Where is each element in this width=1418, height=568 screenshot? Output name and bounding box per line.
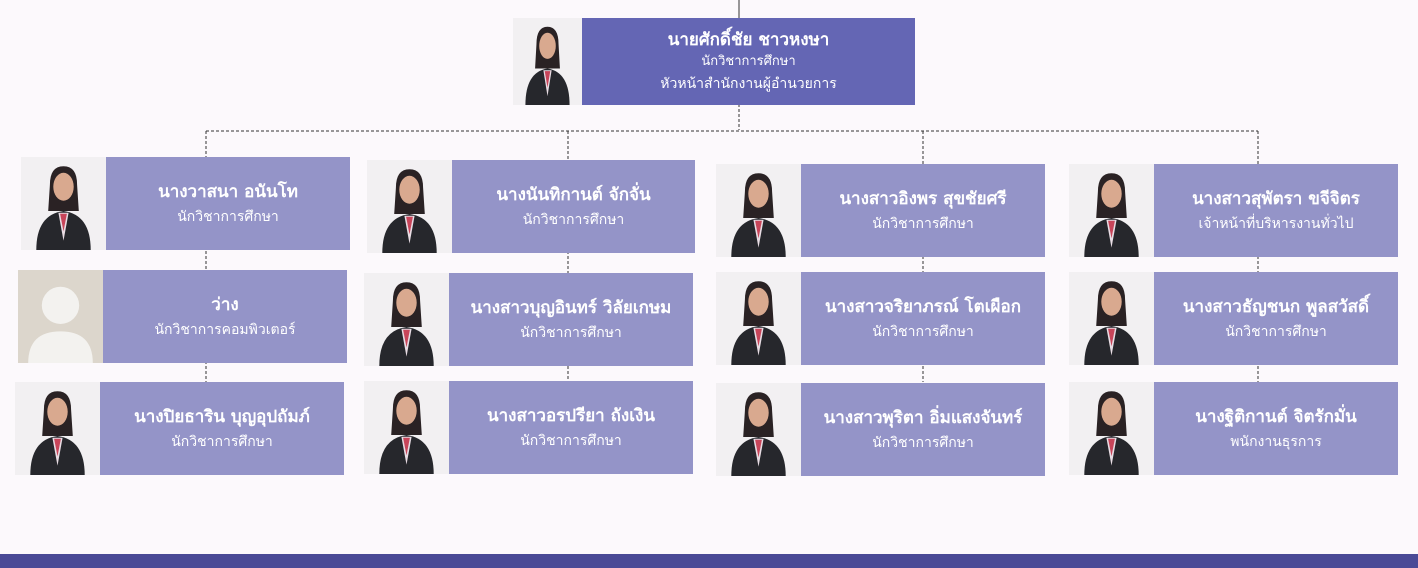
person-photo [513,18,582,105]
person-photo [364,381,449,474]
avatar-silhouette-icon [28,286,93,363]
person-title: นักวิชาการศึกษา [177,208,279,225]
person-silhouette-icon [731,173,786,257]
person-title: เจ้าหน้าที่บริหารงานทั่วไป [1198,215,1354,232]
org-card: นางสาวอรปรียา ถังเงิน นักวิชาการศึกษา [364,381,693,474]
person-title: นักวิชาการศึกษา [872,434,974,451]
person-name: นางสาวบุญอินทร์ วิลัยเกษม [470,297,672,318]
org-card-info: นายศักดิ์ชัย ชาวหงษา นักวิชาการศึกษา หัว… [582,18,915,105]
person-name: นางสาวจริยาภรณ์ โตเผือก [824,296,1021,317]
org-card-info: นางสาวจริยาภรณ์ โตเผือก นักวิชาการศึกษา [801,272,1045,365]
person-photo [1069,164,1154,257]
person-name: นางปิยธาริน บุญอุปถัมภ์ [134,406,310,427]
org-card-info: นางสาวอิงพร สุขชัยศรี นักวิชาการศึกษา [801,164,1045,257]
org-card-head: นายศักดิ์ชัย ชาวหงษา นักวิชาการศึกษา หัว… [513,18,915,105]
person-name: นางสาวอิงพร สุขชัยศรี [839,188,1007,209]
person-silhouette-icon [36,166,91,250]
person-photo [1069,272,1154,365]
org-card: ว่าง นักวิชาการคอมพิวเตอร์ [18,270,347,363]
org-card: นางสาวสุพัตรา ขจีจิตร เจ้าหน้าที่บริหารง… [1069,164,1398,257]
person-silhouette-icon [30,391,85,475]
person-title: นักวิชาการศึกษา [520,324,622,341]
person-name: นางวาสนา อนันโท [158,181,298,202]
person-title: นักวิชาการศึกษา [872,215,974,232]
org-card: นางปิยธาริน บุญอุปถัมภ์ นักวิชาการศึกษา [15,382,344,475]
person-name: นายศักดิ์ชัย ชาวหงษา [667,29,830,50]
org-card-info: นางสาวพุริตา อิ่มแสงจันทร์ นักวิชาการศึก… [801,383,1045,476]
person-name: นางสาวสุพัตรา ขจีจิตร [1192,188,1360,209]
person-name: นางฐิติกานต์ จิตรักมั่น [1195,406,1357,427]
person-photo [716,272,801,365]
person-title: นักวิชาการศึกษา [520,432,622,449]
org-card-info: นางสาวธัญชนก พูลสวัสดิ์ นักวิชาการศึกษา [1154,272,1398,365]
person-photo [15,382,100,475]
org-card-info: นางสาวสุพัตรา ขจีจิตร เจ้าหน้าที่บริหารง… [1154,164,1398,257]
person-photo [1069,382,1154,475]
person-silhouette-icon [379,282,434,366]
org-card: นางสาวธัญชนก พูลสวัสดิ์ นักวิชาการศึกษา [1069,272,1398,365]
person-title: พนักงานธุรการ [1230,433,1322,450]
person-silhouette-icon [1084,281,1139,365]
person-silhouette-icon [731,281,786,365]
org-card: นางสาวอิงพร สุขชัยศรี นักวิชาการศึกษา [716,164,1045,257]
person-photo [364,273,449,366]
person-title: นักวิชาการศึกษา [171,433,273,450]
person-photo [716,383,801,476]
person-photo [716,164,801,257]
person-silhouette-icon [379,390,434,474]
person-photo [21,157,106,250]
org-card-info: นางปิยธาริน บุญอุปถัมภ์ นักวิชาการศึกษา [100,382,344,475]
org-card: นางสาวจริยาภรณ์ โตเผือก นักวิชาการศึกษา [716,272,1045,365]
person-title: นักวิชาการศึกษา [522,211,625,228]
org-card: นางนันทิกานต์ จักจั่น นักวิชาการศึกษา [367,160,695,253]
person-silhouette-icon [1084,173,1139,257]
org-card-info: นางสาวอรปรียา ถังเงิน นักวิชาการศึกษา [449,381,693,474]
person-name: นางสาวพุริตา อิ่มแสงจันทร์ [823,407,1023,428]
person-title: นักวิชาการศึกษา [872,323,974,340]
org-card-info: นางวาสนา อนันโท นักวิชาการศึกษา [106,157,350,250]
org-card: นางฐิติกานต์ จิตรักมั่น พนักงานธุรการ [1069,382,1398,475]
person-title: นักวิชาการศึกษา [701,53,796,69]
org-card: นางสาวพุริตา อิ่มแสงจันทร์ นักวิชาการศึก… [716,383,1045,476]
person-silhouette-icon [1084,391,1139,475]
person-photo [367,160,452,253]
person-silhouette-icon [525,26,570,105]
org-card-info: นางฐิติกานต์ จิตรักมั่น พนักงานธุรการ [1154,382,1398,475]
org-card-info: นางสาวบุญอินทร์ วิลัยเกษม นักวิชาการศึกษ… [449,273,693,366]
person-name: นางสาวธัญชนก พูลสวัสดิ์ [1182,296,1370,317]
org-card-info: ว่าง นักวิชาการคอมพิวเตอร์ [103,270,347,363]
person-role: หัวหน้าสำนักงานผู้อำนวยการ [660,75,837,92]
person-name: ว่าง [211,294,239,315]
placeholder-avatar-icon [18,270,103,363]
person-title: นักวิชาการศึกษา [1225,323,1327,340]
person-name: นางนันทิกานต์ จักจั่น [496,184,651,205]
person-silhouette-icon [382,169,437,253]
person-title: นักวิชาการคอมพิวเตอร์ [154,321,296,338]
footer-bar [0,554,1418,568]
org-card: นางสาวบุญอินทร์ วิลัยเกษม นักวิชาการศึกษ… [364,273,693,366]
org-card: นางวาสนา อนันโท นักวิชาการศึกษา [21,157,350,250]
person-name: นางสาวอรปรียา ถังเงิน [487,405,655,426]
org-card-info: นางนันทิกานต์ จักจั่น นักวิชาการศึกษา [452,160,695,253]
person-silhouette-icon [731,392,786,476]
